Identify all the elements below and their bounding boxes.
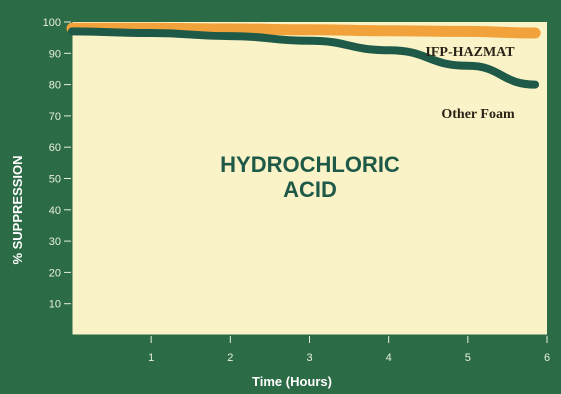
y-tick-label: 80 [49, 80, 61, 92]
series-label-ifp-hazmat: IFP-HAZMAT [425, 45, 515, 60]
x-tick-label: 3 [306, 352, 312, 364]
y-axis-title: % SUPPRESSION [10, 155, 25, 264]
series-line-ifp-hazmat [66, 22, 541, 39]
y-ticks: 10 20 30 40 50 60 70 80 90 100 [43, 17, 71, 311]
y-tick-label: 100 [43, 17, 61, 29]
series-label-other-foam: Other Foam [441, 107, 515, 122]
y-tick-label: 70 [49, 111, 61, 123]
x-tick-label: 2 [227, 352, 233, 364]
plot-background [72, 22, 547, 335]
x-axis-title: Time (Hours) [252, 374, 332, 389]
series-line-other-foam [68, 27, 540, 89]
annotation-line-1: HYDROCHLORIC [220, 152, 400, 177]
annotation-line-2: ACID [283, 177, 337, 202]
x-tick-label: 4 [386, 352, 392, 364]
series-lines [66, 22, 541, 89]
y-tick-label: 20 [49, 267, 61, 279]
x-tick-label: 1 [148, 352, 154, 364]
y-tick-label: 10 [49, 299, 61, 311]
y-tick-label: 30 [49, 236, 61, 248]
y-tick-label: 50 [49, 174, 61, 186]
y-tick-label: 40 [49, 205, 61, 217]
y-tick-label: 90 [49, 48, 61, 60]
x-tick-label: 5 [465, 352, 471, 364]
x-ticks: 1 2 3 4 5 6 [148, 336, 550, 364]
y-tick-label: 60 [49, 142, 61, 154]
x-tick-label: 6 [544, 352, 550, 364]
